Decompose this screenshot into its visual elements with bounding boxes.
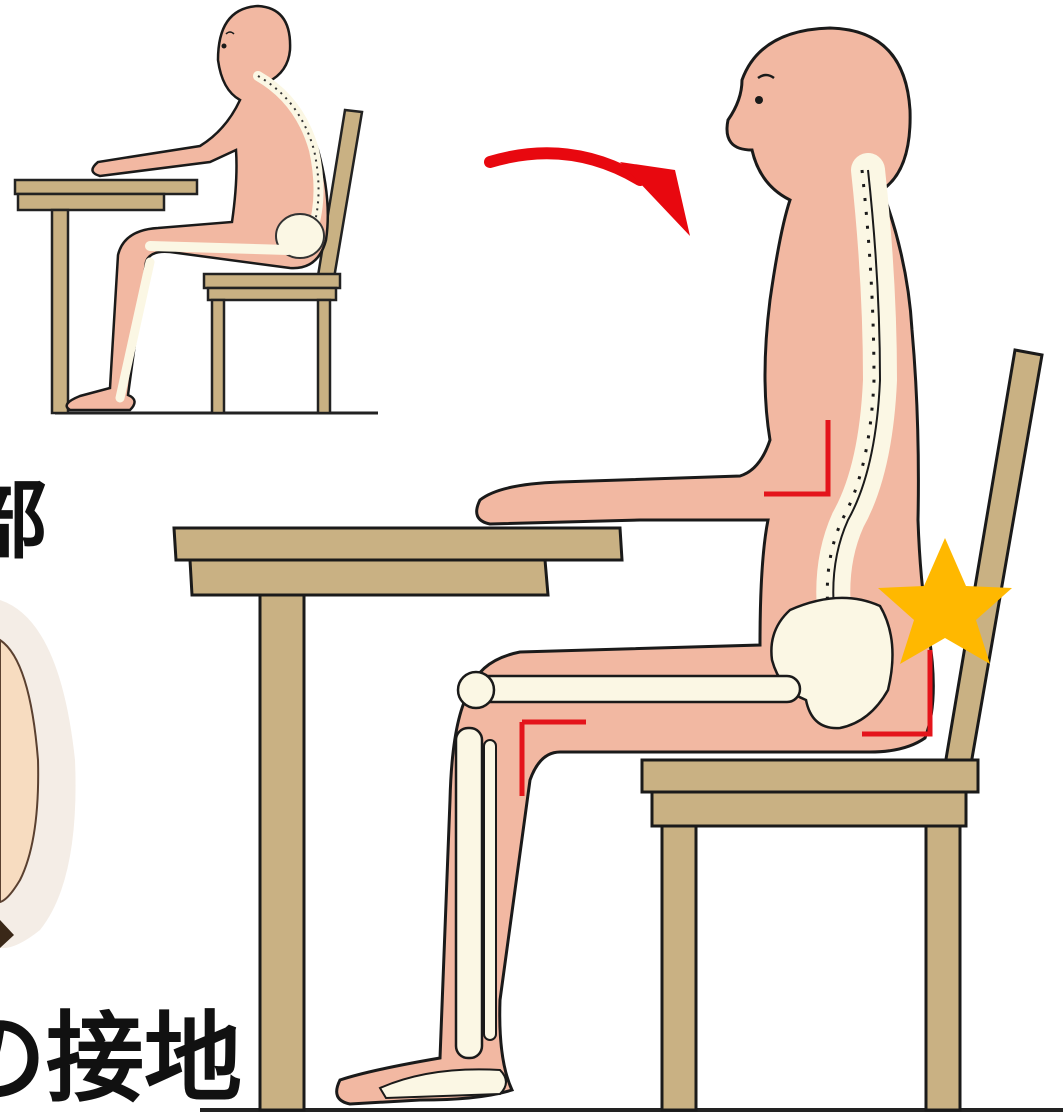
cropped-photo-panel	[0, 600, 76, 948]
caption-partial-top: 部	[0, 478, 48, 564]
caption-partial-bottom: の接地	[0, 1010, 242, 1108]
curved-arrow-icon	[490, 153, 690, 236]
femur	[458, 672, 800, 708]
slouched-posture-figure	[15, 6, 378, 413]
